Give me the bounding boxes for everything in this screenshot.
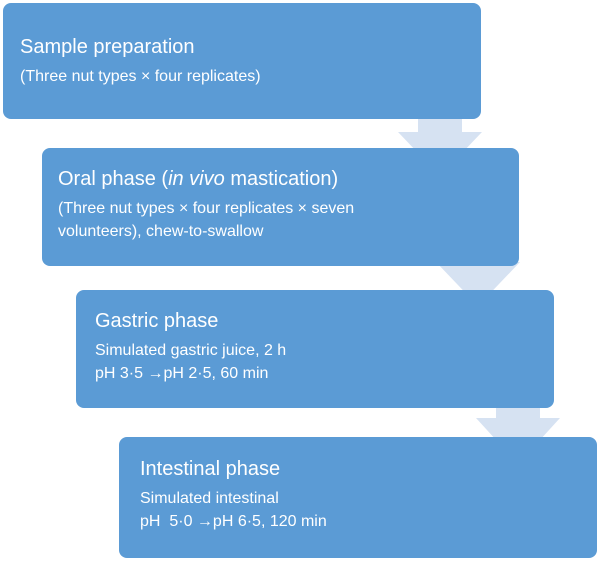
step-sample-preparation: Sample preparation (Three nut types × fo… bbox=[3, 3, 481, 119]
step-title: Oral phase (in vivo mastication) bbox=[58, 167, 519, 191]
title-italic: in vivo bbox=[168, 168, 225, 190]
step-detail: (Three nut types × four replicates × sev… bbox=[58, 197, 519, 243]
step-title: Sample preparation bbox=[20, 36, 195, 58]
title-prefix: Oral phase ( bbox=[58, 168, 169, 190]
step-gastric-phase: Gastric phase Simulated gastric juice, 2… bbox=[76, 290, 554, 408]
step-detail: (Three nut types × four replicates) bbox=[20, 65, 481, 88]
detail-line: (Three nut types × four replicates) bbox=[20, 68, 261, 85]
detail-line: (Three nut types × four replicates × sev… bbox=[58, 200, 355, 217]
step-oral-phase: Oral phase (in vivo mastication) (Three … bbox=[42, 148, 519, 266]
step-intestinal-phase: Intestinal phase Simulated intestinal pH… bbox=[119, 437, 597, 558]
detail-line: pH 5·0 →pH 6·5, 120 min bbox=[140, 513, 327, 530]
title-suffix: mastication) bbox=[224, 168, 339, 190]
detail-line: pH 3·5 →pH 2·5, 60 min bbox=[95, 365, 269, 382]
detail-line: volunteers), chew-to-swallow bbox=[58, 223, 264, 240]
detail-line: Simulated intestinal bbox=[140, 490, 279, 507]
step-detail: Simulated gastric juice, 2 h pH 3·5 →pH … bbox=[95, 339, 554, 385]
step-title: Intestinal phase bbox=[140, 458, 281, 480]
down-arrow-1 bbox=[398, 110, 482, 176]
step-detail: Simulated intestinal pH 5·0 →pH 6·5, 120… bbox=[140, 487, 597, 533]
down-arrow-3 bbox=[476, 392, 560, 464]
step-title: Gastric phase bbox=[95, 310, 219, 332]
detail-line: Simulated gastric juice, 2 h bbox=[95, 342, 287, 359]
